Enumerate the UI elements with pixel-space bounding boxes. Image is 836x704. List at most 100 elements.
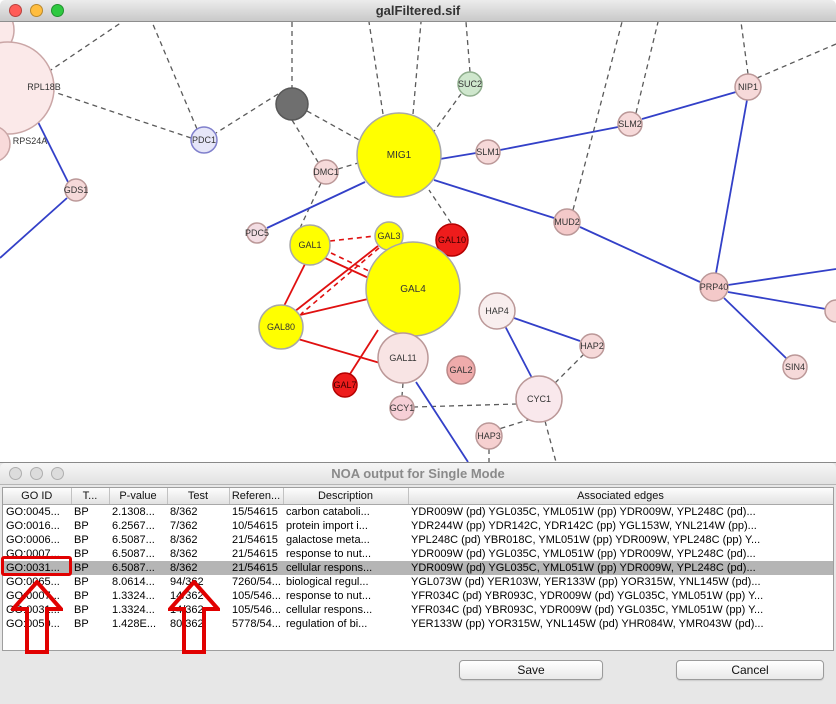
network-window-titlebar[interactable]: galFiltered.sif — [0, 0, 836, 22]
column-header-t-[interactable]: T... — [71, 488, 110, 505]
column-header-go-id[interactable]: GO ID — [3, 488, 72, 505]
graph-edge — [513, 317, 581, 342]
table-cell: 105/546... — [229, 602, 283, 617]
save-button[interactable]: Save — [459, 660, 603, 680]
noa-window-titlebar[interactable]: NOA output for Single Mode — [0, 463, 836, 485]
graph-edge — [439, 152, 477, 160]
node-GAL2[interactable] — [446, 355, 476, 385]
node-NIP1[interactable] — [734, 73, 762, 101]
node-RPS24A[interactable] — [0, 126, 11, 162]
node-HAP4[interactable] — [478, 292, 516, 330]
table-cell: response to nut... — [283, 546, 408, 561]
table-cell: response to nut... — [283, 588, 408, 603]
node-GAL11[interactable] — [377, 332, 429, 384]
graph-edge — [756, 43, 836, 79]
graph-edge — [266, 181, 366, 229]
table-cell: 6.5087... — [109, 546, 167, 561]
node-GAL80[interactable] — [258, 304, 304, 350]
table-cell: 1.428E... — [109, 616, 167, 631]
node-MIG1[interactable] — [356, 112, 442, 198]
node-PDC1[interactable] — [190, 126, 218, 154]
node-GDS1[interactable] — [64, 178, 88, 202]
graph-edge — [579, 226, 701, 283]
node[interactable] — [275, 87, 309, 121]
zoom-button[interactable] — [51, 4, 64, 17]
table-cell: 6.2567... — [109, 518, 167, 533]
node-GCY1[interactable] — [389, 395, 415, 421]
node[interactable] — [824, 299, 836, 323]
graph-edge — [215, 93, 279, 134]
node-label-GAL11: GAL11 — [389, 353, 416, 363]
graph-edge — [413, 403, 518, 408]
cancel-button[interactable]: Cancel — [676, 660, 824, 680]
column-header-description[interactable]: Description — [283, 488, 409, 505]
node-label-SUC2: SUC2 — [458, 79, 482, 89]
table-cell: YGL073W (pd) YER103W, YER133W (pp) YOR31… — [408, 574, 833, 589]
column-header-associated-edges[interactable]: Associated edges — [408, 488, 833, 505]
node-DMC1[interactable] — [313, 159, 339, 185]
table-cell: 5778/54... — [229, 616, 283, 631]
node-label-GCY1: GCY1 — [390, 403, 415, 413]
node-HAP2[interactable] — [579, 333, 605, 359]
node-MUD2[interactable] — [553, 208, 581, 236]
close-button[interactable] — [9, 4, 22, 17]
graph-edge — [433, 179, 555, 219]
graph-edge — [551, 353, 585, 387]
column-header-p-value[interactable]: P-value — [109, 488, 168, 505]
table-cell: 21/54615 — [229, 560, 283, 575]
minimize-button[interactable] — [30, 467, 43, 480]
graph-edge — [572, 22, 623, 211]
node-RPL18B[interactable] — [0, 41, 55, 135]
node-label-SLM2: SLM2 — [618, 119, 642, 129]
graph-edge — [401, 382, 404, 397]
node-SIN4[interactable] — [782, 354, 808, 380]
node-label-DMC1: DMC1 — [313, 167, 339, 177]
zoom-button[interactable] — [51, 467, 64, 480]
node-PRP40[interactable] — [699, 272, 729, 302]
graph-edge — [329, 235, 376, 242]
graph-edge — [415, 381, 469, 462]
node-label-PRP40: PRP40 — [700, 282, 729, 292]
table-cell: GO:0050... — [3, 616, 71, 631]
node-SLM1[interactable] — [475, 139, 501, 165]
graph-edge — [544, 420, 557, 462]
minimize-button[interactable] — [30, 4, 43, 17]
table-cell: BP — [71, 602, 109, 617]
table-cell: 14/362 — [167, 602, 229, 617]
graph-edge — [431, 93, 462, 135]
table-cell: protein import i... — [283, 518, 408, 533]
table-cell: YER133W (pp) YOR315W, YNL145W (pd) YHR08… — [408, 616, 833, 631]
node-SLM2[interactable] — [617, 111, 643, 137]
node-GAL10[interactable] — [435, 223, 469, 257]
graph-edge — [723, 297, 788, 360]
node-PDC5[interactable] — [246, 222, 268, 244]
column-header-test[interactable]: Test — [167, 488, 230, 505]
table-cell: GO:0007... — [3, 588, 71, 603]
node-CYC1[interactable] — [515, 375, 563, 423]
node-GAL7[interactable] — [332, 372, 358, 398]
table-cell: 80/362 — [167, 616, 229, 631]
node-label-GAL80: GAL80 — [267, 322, 295, 332]
node-GAL1[interactable] — [289, 224, 331, 266]
table-cell: 8/362 — [167, 560, 229, 575]
node-SUC2[interactable] — [457, 71, 483, 97]
graph-edge — [297, 338, 381, 364]
column-header-referen-[interactable]: Referen... — [229, 488, 284, 505]
close-button[interactable] — [9, 467, 22, 480]
table-cell: GO:0031... — [3, 560, 71, 575]
table-cell: 105/546... — [229, 588, 283, 603]
graph-edge — [428, 189, 452, 224]
node-HAP3[interactable] — [475, 422, 503, 450]
